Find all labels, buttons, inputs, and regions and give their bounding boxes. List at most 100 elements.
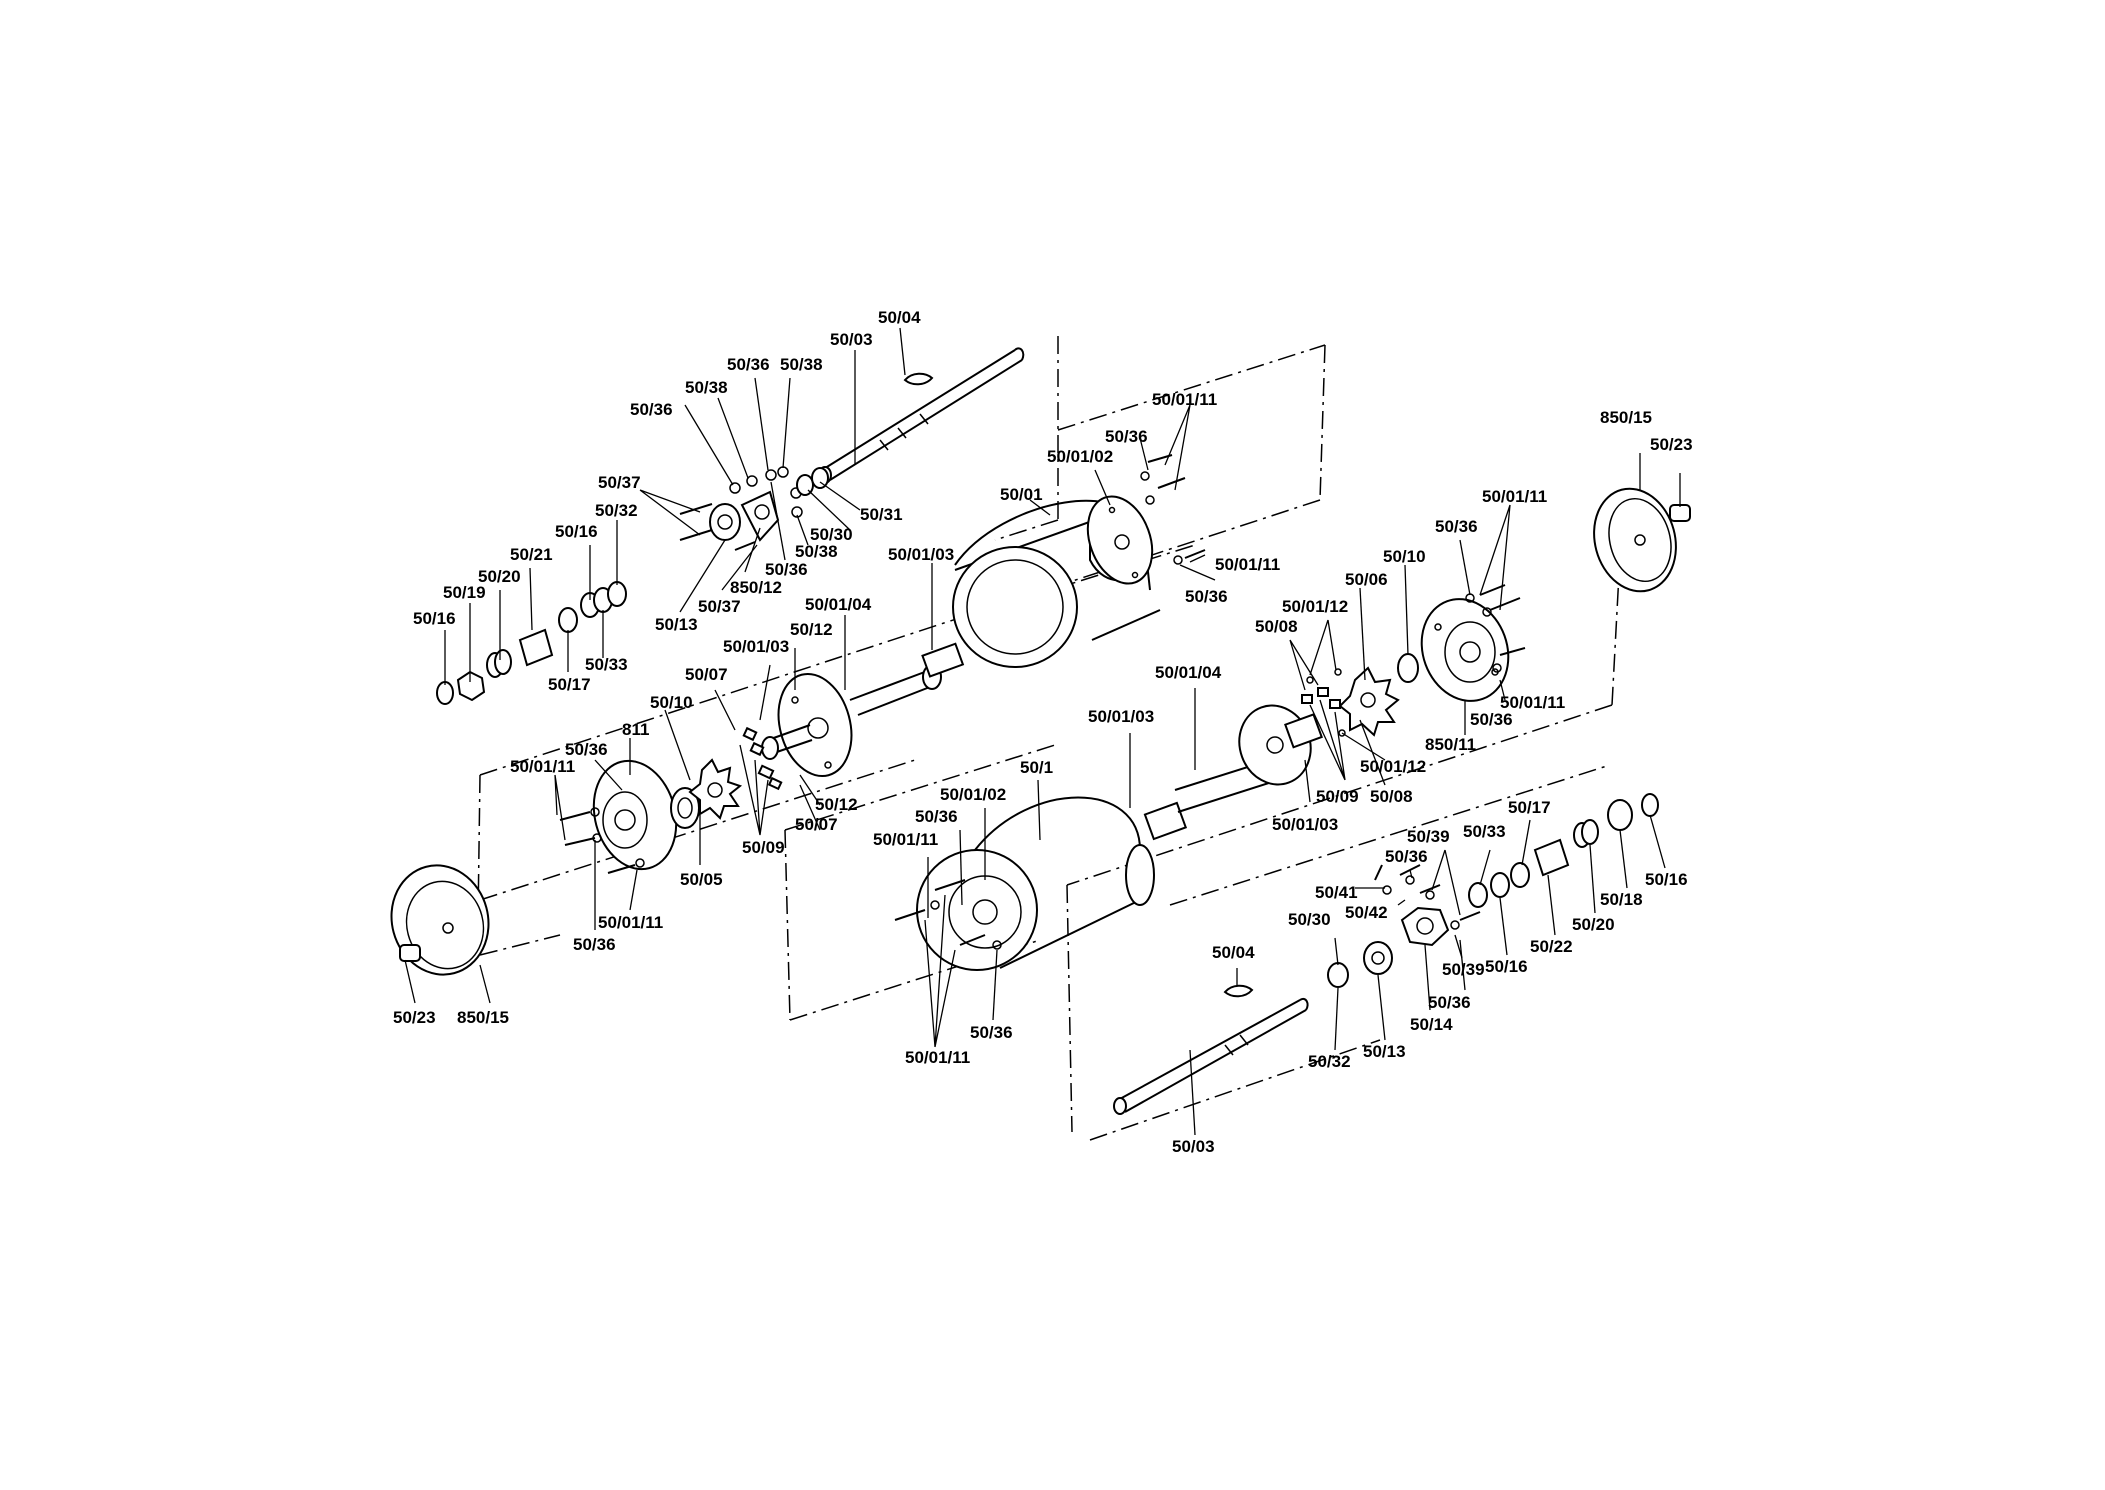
- left-wheel: [390, 864, 490, 976]
- label-50-37-a: 50/37: [598, 473, 641, 492]
- left-lower-bolts: [559, 807, 645, 874]
- lower-right-parts: [894, 454, 1659, 988]
- label-50-01: 50/01: [1000, 485, 1043, 504]
- label-50-07-b: 50/07: [795, 815, 838, 834]
- label-50-16-lower-a: 50/16: [1485, 957, 1528, 976]
- label-50-38-a: 50/38: [780, 355, 823, 374]
- label-50-05: 50/05: [680, 870, 723, 889]
- label-50-12-a: 50/12: [790, 620, 833, 639]
- label-50-30-lower: 50/30: [1288, 910, 1331, 929]
- label-50-36-k: 50/36: [970, 1023, 1013, 1042]
- label-50-33-upper: 50/33: [585, 655, 628, 674]
- label-50-36-l: 50/36: [1385, 847, 1428, 866]
- label-50-38-b: 50/38: [685, 378, 728, 397]
- label-50-31: 50/31: [860, 505, 903, 524]
- right-bearing-housing: [1420, 598, 1510, 702]
- label-50-36-d: 50/36: [1105, 427, 1148, 446]
- label-50-01-12-a: 50/01/12: [1282, 597, 1348, 616]
- leader-lines: [404, 327, 1681, 1136]
- label-50-14: 50/14: [1410, 1015, 1453, 1034]
- label-50-01-11-f: 50/01/11: [1500, 693, 1565, 712]
- hub-disk: [761, 672, 853, 778]
- label-50-23-left: 50/23: [393, 1008, 436, 1027]
- label-50-36-a: 50/36: [727, 355, 770, 374]
- label-50-41: 50/41: [1315, 883, 1358, 902]
- label-50-36-g: 50/36: [573, 935, 616, 954]
- label-50-39-a: 50/39: [1407, 827, 1450, 846]
- label-50-01-11-b: 50/01/11: [1215, 555, 1280, 574]
- shaft-upper-mid: [849, 642, 965, 716]
- label-50-01-12-b: 50/01/12: [1360, 757, 1426, 776]
- label-50-08-a: 50/08: [1255, 617, 1298, 636]
- label-50-03-lower: 50/03: [1172, 1137, 1215, 1156]
- label-50-16-a: 50/16: [555, 522, 598, 541]
- label-50-17-upper: 50/17: [548, 675, 591, 694]
- label-850-12: 850/12: [730, 578, 782, 597]
- label-50-08-b: 50/08: [1370, 787, 1413, 806]
- label-50-04-upper: 50/04: [878, 308, 921, 327]
- label-50-38-c: 50/38: [795, 542, 838, 561]
- label-50-01-03-d: 50/01/03: [1088, 707, 1154, 726]
- label-50-01-11-a: 50/01/11: [1152, 390, 1217, 409]
- label-850-15-left: 850/15: [457, 1008, 509, 1027]
- label-50-13-lower: 50/13: [1363, 1042, 1406, 1061]
- label-850-11: 850/11: [1425, 735, 1476, 754]
- label-50-01-11-e: 50/01/11: [1482, 487, 1547, 506]
- label-50-21: 50/21: [510, 545, 553, 564]
- label-50-01-02-lower: 50/01/02: [940, 785, 1006, 804]
- left-bearing-housing: [592, 759, 700, 871]
- upper-left-parts: [436, 466, 829, 705]
- part-labels: 50/04 50/03 50/36 50/38 50/38 50/36 50/3…: [393, 308, 1693, 1156]
- label-50-10-right: 50/10: [1383, 547, 1426, 566]
- lower-shaft: [1113, 984, 1309, 1115]
- label-50-01-03-b: 50/01/03: [723, 637, 789, 656]
- label-50-19: 50/19: [443, 583, 486, 602]
- left-star-gear: [688, 758, 743, 820]
- label-50-23-right: 50/23: [1650, 435, 1693, 454]
- label-50-42: 50/42: [1345, 903, 1388, 922]
- label-50-36-e: 50/36: [1185, 587, 1228, 606]
- label-50-16-lower-b: 50/16: [1645, 870, 1688, 889]
- label-50-32-upper: 50/32: [595, 501, 638, 520]
- label-50-01-11-d: 50/01/11: [598, 913, 663, 932]
- label-50-1: 50/1: [1020, 758, 1053, 777]
- label-50-01-11-c: 50/01/11: [510, 757, 575, 776]
- label-50-01-04-lower: 50/01/04: [1155, 663, 1222, 682]
- label-50-04-lower: 50/04: [1212, 943, 1255, 962]
- lower-drum: [916, 796, 1155, 971]
- label-50-03-upper: 50/03: [830, 330, 873, 349]
- upper-flange: [1086, 495, 1154, 585]
- label-50-01-11-h: 50/01/11: [905, 1048, 970, 1067]
- label-50-01-03-c: 50/01/03: [1272, 815, 1338, 834]
- label-50-01-03-a: 50/01/03: [888, 545, 954, 564]
- label-50-36-h: 50/36: [1435, 517, 1478, 536]
- label-50-12-b: 50/12: [815, 795, 858, 814]
- label-50-36-f: 50/36: [565, 740, 608, 759]
- label-50-01-11-g: 50/01/11: [873, 830, 938, 849]
- right-upper-bolts: [1465, 584, 1526, 673]
- label-50-06: 50/06: [1345, 570, 1388, 589]
- label-50-39-b: 50/39: [1442, 960, 1485, 979]
- label-50-16-b: 50/16: [413, 609, 456, 628]
- label-50-10-left: 50/10: [650, 693, 693, 712]
- left-pins: [742, 726, 783, 791]
- label-50-37-b: 50/37: [698, 597, 741, 616]
- right-star-gear: [1338, 653, 1419, 737]
- label-50-09-left: 50/09: [742, 838, 785, 857]
- label-850-15-right: 850/15: [1600, 408, 1652, 427]
- label-50-32-lower: 50/32: [1308, 1052, 1351, 1071]
- label-50-17-lower: 50/17: [1508, 798, 1551, 817]
- label-50-22: 50/22: [1530, 937, 1573, 956]
- label-50-20-lower: 50/20: [1572, 915, 1615, 934]
- label-50-01-04-upper: 50/01/04: [805, 595, 872, 614]
- label-50-36-c: 50/36: [765, 560, 808, 579]
- label-50-30-upper: 50/30: [810, 525, 853, 544]
- label-50-07-a: 50/07: [685, 665, 728, 684]
- label-50-36-i: 50/36: [1470, 710, 1513, 729]
- upper-shaft: [818, 347, 1025, 484]
- label-50-18: 50/18: [1600, 890, 1643, 909]
- right-wheel: [1593, 487, 1691, 593]
- label-50-20-upper: 50/20: [478, 567, 521, 586]
- label-50-01-02-upper: 50/01/02: [1047, 447, 1113, 466]
- shaft-lower-mid: [1143, 704, 1323, 841]
